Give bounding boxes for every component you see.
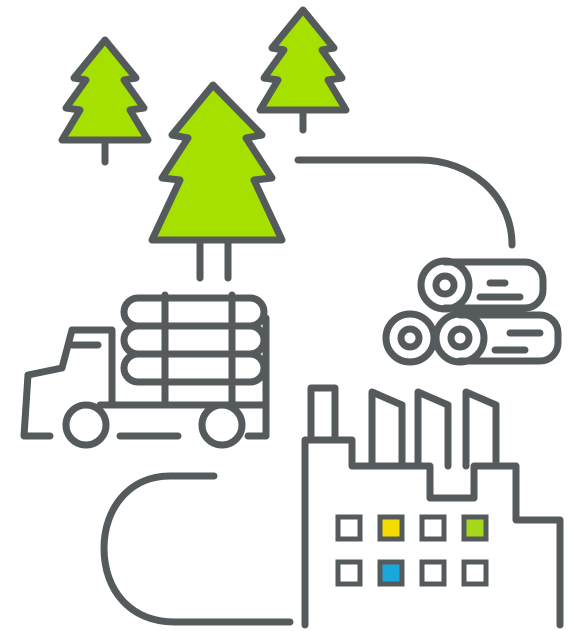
- factory-icon: [305, 388, 560, 625]
- tree-icon: [62, 40, 148, 162]
- factory-window: [422, 517, 444, 539]
- route-line: [104, 476, 290, 622]
- factory-window: [464, 562, 486, 584]
- factory-window: [338, 562, 360, 584]
- factory-window: [380, 517, 402, 539]
- logging-truck-icon: [24, 295, 266, 445]
- log-pile-icon: [386, 261, 558, 362]
- tree-icon: [152, 85, 282, 278]
- factory-window: [422, 562, 444, 584]
- tree-icon: [260, 10, 346, 130]
- factory-window: [380, 562, 402, 584]
- factory-window: [338, 517, 360, 539]
- factory-window: [464, 517, 486, 539]
- route-line: [298, 160, 512, 245]
